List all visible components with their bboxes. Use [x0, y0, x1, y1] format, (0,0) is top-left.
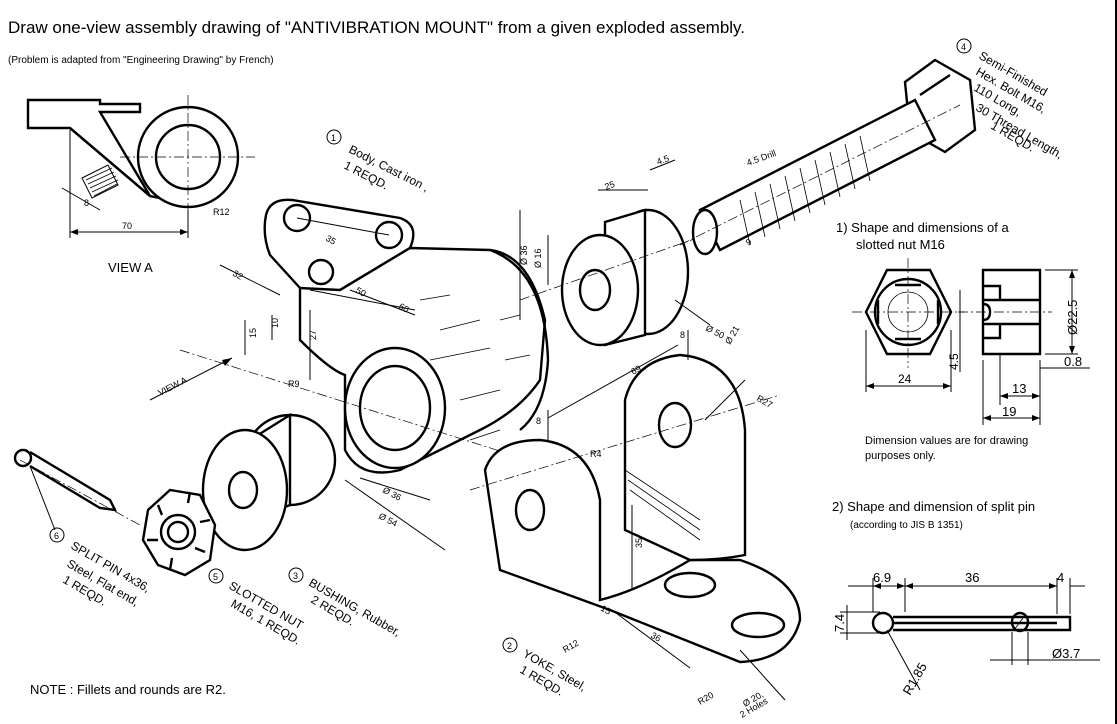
part-6-number: 6	[54, 531, 59, 541]
body-dim-r9: R9	[288, 379, 300, 389]
nut-dim-4-5: 4.5	[947, 353, 961, 370]
part-2-balloon	[502, 637, 518, 653]
body-dim-50: 50	[354, 285, 368, 299]
yoke-dim-35: 35	[634, 538, 644, 548]
nut-dim-19: 19	[1002, 404, 1016, 419]
part-1-balloon	[326, 129, 342, 145]
part-5-number: 5	[213, 572, 218, 582]
body-dim-10: 10	[270, 318, 280, 328]
body-dim-27: 27	[308, 330, 318, 340]
bolt-drill-label: 4.5 Drill	[745, 148, 777, 168]
pin-detail-subheading: (according to JIS B 1351)	[850, 520, 963, 531]
bushing-dim-d36: Ø 36	[519, 245, 529, 265]
nut-dim-0-8: 0.8	[1064, 354, 1082, 369]
body-dim-35: 35	[324, 233, 338, 247]
pin-dim-7-4: 7.4	[832, 614, 847, 632]
yoke-dim-d21: Ø 21	[723, 324, 741, 346]
bushing-dim-4-5: 4.5	[655, 153, 670, 167]
yoke-dim-r4: R4	[590, 449, 602, 459]
pin-dim-6-9: 6.9	[873, 570, 891, 585]
nut-side-view: Ø22.5 4.5 13 19 0.8	[947, 268, 1090, 425]
yoke-dim-r27: R27	[755, 393, 774, 410]
nut-front-view: 24	[852, 258, 965, 392]
part-3-balloon	[288, 567, 304, 583]
nut-detail-heading-2: slotted nut M16	[856, 237, 945, 252]
nut-detail-note-2: purposes only.	[865, 450, 936, 462]
yoke-dim-36: 36	[649, 630, 663, 644]
part-4-number: 4	[961, 42, 966, 52]
view-a-label: VIEW A	[108, 260, 153, 275]
body-dim-r12: R12	[213, 207, 230, 217]
nut-detail-note-1: Dimension values are for drawing	[865, 435, 1028, 447]
nut-dim-13: 13	[1012, 381, 1026, 396]
body-dim-d36: Ø 36	[381, 485, 403, 503]
part-6-balloon	[49, 527, 65, 543]
body-part	[179, 198, 561, 474]
page-subtitle: (Problem is adapted from "Engineering Dr…	[8, 55, 274, 66]
split-pin-iso	[13, 448, 141, 531]
view-a-figure: 70 8	[26, 95, 255, 238]
bushing-dim-25: 25	[603, 179, 616, 192]
bushing-dim-d16: Ø 16	[533, 248, 543, 268]
view-a-dim-70: 70	[122, 221, 132, 231]
view-a-dim-8: 8	[84, 198, 89, 208]
bushing-upper: 25 4.5 Ø 36 Ø 16 Ø 50	[519, 153, 726, 347]
body-dim-15: 15	[248, 328, 258, 338]
yoke-dim-69: 69	[629, 363, 643, 377]
view-a-arrow-label: VIEW A	[156, 375, 188, 398]
nut-detail-heading: 1) Shape and dimensions of a	[836, 220, 1009, 235]
yoke-dim-15: 15	[599, 603, 613, 617]
part-5-balloon	[208, 568, 224, 584]
body-dim-60: 60	[397, 301, 411, 315]
page-title: Draw one-view assembly drawing of "ANTIV…	[8, 18, 745, 37]
bolt-dim-9: 9	[744, 237, 753, 248]
pin-detail-heading: 2) Shape and dimension of split pin	[832, 499, 1035, 514]
pin-dim-4: 4	[1057, 570, 1064, 585]
yoke-part	[469, 353, 802, 664]
slotted-nut-iso	[141, 488, 217, 577]
nut-dim-24: 24	[898, 372, 912, 386]
yoke-dim-8a: 8	[536, 416, 541, 426]
pin-dim-d3-7: Ø3.7	[1052, 646, 1080, 661]
body-dim-32: 32	[231, 268, 245, 282]
bushing-lower	[201, 412, 337, 552]
hex-bolt	[679, 58, 977, 256]
fillet-note: NOTE : Fillets and rounds are R2.	[30, 682, 226, 697]
split-pin-detail: 6.9 36 4 7.4 R1.85 Ø3.7	[832, 570, 1100, 698]
part-2-number: 2	[507, 641, 512, 651]
view-a-arrow	[149, 357, 233, 401]
yoke-dim-r20: R20	[696, 690, 715, 707]
yoke-dim-8b: 8	[680, 330, 685, 340]
part-4-balloon	[956, 38, 972, 54]
body-dim-d54: Ø 54	[377, 511, 399, 529]
part-1-number: 1	[331, 133, 336, 143]
yoke-dim-r12: R12	[561, 638, 580, 655]
part-3-number: 3	[293, 571, 298, 581]
pin-dim-r1-85: R1.85	[900, 660, 930, 698]
body-dimensions: R12 35 32 50 60 15 10 27 R9 Ø 36 Ø 54	[213, 207, 446, 551]
nut-dim-d22-5: Ø22.5	[1065, 300, 1080, 335]
bushing-dim-d50: Ø 50	[704, 323, 726, 341]
pin-dim-36: 36	[965, 570, 979, 585]
